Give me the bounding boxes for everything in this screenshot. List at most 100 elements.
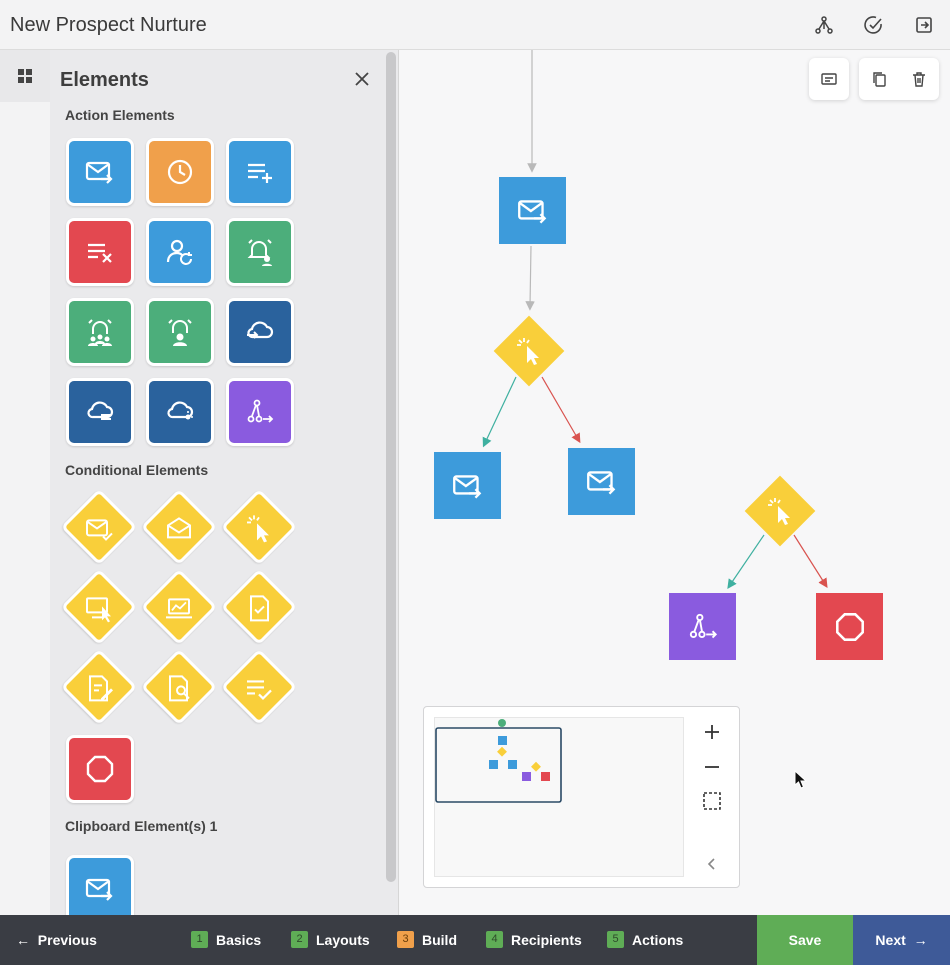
trash-icon[interactable] — [910, 70, 928, 88]
email-read-condition[interactable] — [140, 488, 218, 566]
cloud-list-icon — [87, 401, 114, 420]
mouse-cursor-icon — [794, 770, 808, 789]
canvas-workflow-branch-node[interactable] — [669, 593, 736, 660]
minimap[interactable] — [423, 706, 740, 888]
cloud-sync-element[interactable] — [226, 298, 294, 366]
next-button[interactable]: Next → — [853, 915, 950, 965]
elements-panel: Elements Action Elements Conditional Ele… — [50, 50, 399, 915]
document-check-icon — [250, 595, 269, 622]
canvas-toolbar-right — [859, 58, 939, 100]
connector-lines — [482, 50, 828, 589]
email-send-icon — [85, 878, 113, 901]
list-check-condition[interactable] — [220, 648, 298, 726]
canvas-toolbar-left — [809, 58, 849, 100]
list-remove-icon — [88, 243, 112, 263]
notify-user-element[interactable] — [226, 218, 294, 286]
step-layouts[interactable]: 2 Layouts — [291, 931, 370, 948]
add-to-list-element[interactable] — [226, 138, 294, 206]
stop-element[interactable] — [66, 735, 134, 803]
email-opened-condition[interactable] — [60, 488, 138, 566]
section-action-elements: Action Elements — [65, 107, 175, 123]
analytics-condition[interactable] — [140, 568, 218, 646]
workflow-branch-element[interactable] — [226, 378, 294, 446]
email-send-icon — [85, 161, 113, 184]
minimap-viewport-area — [434, 717, 684, 877]
previous-button[interactable]: ← Previous — [16, 932, 97, 948]
cloud-bulb-icon — [167, 401, 194, 420]
update-contact-element[interactable] — [146, 218, 214, 286]
canvas-send-email-node[interactable] — [499, 177, 566, 244]
panel-scrollbar[interactable] — [386, 52, 396, 882]
alarm-contact-icon — [168, 319, 192, 346]
stop-icon — [835, 612, 864, 641]
page-visited-condition[interactable] — [60, 568, 138, 646]
click-icon — [247, 515, 269, 543]
workflow-icon[interactable] — [813, 14, 835, 36]
step-actions[interactable]: 5 Actions — [607, 931, 683, 948]
left-rail — [0, 50, 50, 915]
chevron-left-icon[interactable] — [705, 857, 719, 871]
screen-click-icon — [86, 597, 111, 623]
form-edited-condition[interactable] — [60, 648, 138, 726]
wizard-footer: ← Previous 1 Basics 2 Layouts 3 Build 4 … — [0, 915, 950, 965]
alarm-group-icon — [88, 319, 112, 346]
section-clipboard-elements: Clipboard Element(s) 1 — [65, 818, 218, 834]
step-label: Recipients — [511, 931, 582, 948]
step-build[interactable]: 3 Build — [397, 931, 457, 948]
zoom-in-icon[interactable] — [702, 722, 722, 742]
cloud-list-element[interactable] — [66, 378, 134, 446]
save-button[interactable]: Save — [757, 915, 853, 965]
send-email-element[interactable] — [66, 138, 134, 206]
properties-icon[interactable] — [820, 70, 838, 88]
arrow-left-icon: ← — [16, 932, 30, 948]
form-submitted-condition[interactable] — [220, 568, 298, 646]
email-check-icon — [86, 519, 113, 541]
zoom-out-icon[interactable] — [702, 757, 722, 777]
top-bar: New Prospect Nurture — [0, 0, 950, 50]
wait-element[interactable] — [146, 138, 214, 206]
click-icon — [768, 498, 790, 525]
canvas-send-email-no-node[interactable] — [568, 448, 635, 515]
exit-icon[interactable] — [913, 14, 935, 36]
remove-from-list-element[interactable] — [66, 218, 134, 286]
panel-title: Elements — [60, 69, 149, 91]
link-clicked-condition[interactable] — [220, 488, 298, 566]
minimap-preview — [435, 719, 562, 803]
email-send-icon — [517, 199, 546, 223]
step-recipients[interactable]: 4 Recipients — [486, 931, 582, 948]
email-open-icon — [167, 517, 191, 539]
arrow-right-icon: → — [913, 932, 928, 948]
rail-elements-tab[interactable] — [0, 50, 50, 102]
click-icon — [517, 338, 539, 365]
canvas-send-email-yes-node[interactable] — [434, 452, 501, 519]
canvas-click-condition-node-2[interactable] — [744, 475, 816, 547]
close-icon[interactable] — [352, 69, 372, 89]
notify-contact-element[interactable] — [146, 298, 214, 366]
alarm-user-icon — [247, 239, 272, 266]
document-search-icon — [169, 675, 190, 702]
laptop-chart-icon — [166, 598, 192, 619]
step-basics[interactable]: 1 Basics — [191, 931, 261, 948]
canvas-click-condition-node[interactable] — [493, 315, 565, 387]
canvas-stop-node[interactable] — [816, 593, 883, 660]
clipboard-send-email-element[interactable] — [66, 855, 134, 915]
step-label: Basics — [216, 931, 262, 948]
cloud-idea-element[interactable] — [146, 378, 214, 446]
step-number: 4 — [486, 931, 503, 948]
copy-icon[interactable] — [870, 70, 888, 88]
clock-icon — [167, 159, 193, 185]
check-circle-icon[interactable] — [863, 14, 885, 36]
step-number: 2 — [291, 931, 308, 948]
page-title: New Prospect Nurture — [10, 14, 207, 36]
grid-icon — [18, 69, 32, 83]
step-number: 5 — [607, 931, 624, 948]
previous-label: Previous — [37, 932, 97, 948]
step-number: 1 — [191, 931, 208, 948]
list-add-icon — [248, 163, 272, 183]
section-conditional-elements: Conditional Elements — [65, 462, 209, 478]
notify-group-element[interactable] — [66, 298, 134, 366]
fit-to-screen-icon[interactable] — [702, 791, 722, 811]
document-viewed-condition[interactable] — [140, 648, 218, 726]
email-send-icon — [452, 474, 481, 498]
step-label: Actions — [632, 931, 684, 948]
